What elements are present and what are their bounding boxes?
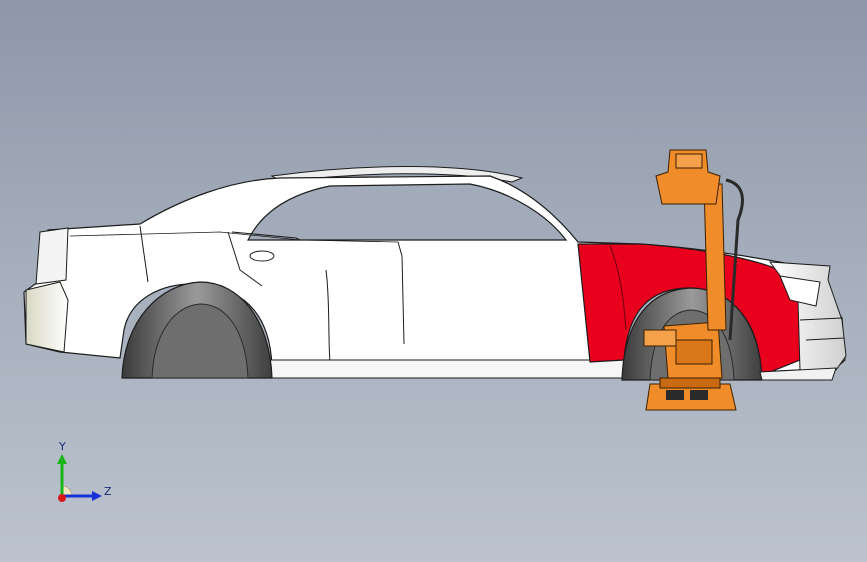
y-axis-arrow: [57, 454, 67, 464]
headlamp: [779, 275, 821, 307]
robot-cable: [725, 178, 744, 341]
rear-bumper: [25, 281, 69, 353]
side-window-opening: [247, 183, 568, 241]
rear-wheel-well-inner: [151, 303, 249, 379]
b-pillar-line: [231, 231, 301, 241]
orientation-triad[interactable]: Y Z: [48, 440, 118, 510]
door-line: [325, 269, 331, 363]
x-axis-origin: [58, 494, 66, 502]
robot-motor: [643, 329, 677, 347]
rocker-sill: [267, 359, 627, 379]
fuel-door: [249, 250, 275, 262]
grille-line: [799, 317, 845, 341]
y-axis-label: Y: [58, 440, 66, 453]
roof-rail: [270, 166, 524, 183]
character-line: [69, 231, 399, 243]
door-line-front: [397, 241, 405, 345]
robot-wrist-head: [655, 149, 721, 205]
front-bumper: [768, 261, 847, 371]
rear-quarter-line: [139, 225, 263, 287]
front-splitter: [759, 367, 837, 381]
robot-lower-arm: [703, 183, 727, 331]
fender-crease: [609, 245, 627, 331]
robot-base-plate: [659, 377, 721, 389]
rear-lamp-housing: [35, 227, 69, 285]
z-axis-arrow: [92, 491, 102, 501]
industrial-robot[interactable]: [643, 149, 744, 411]
z-axis-label: Z: [104, 485, 112, 498]
